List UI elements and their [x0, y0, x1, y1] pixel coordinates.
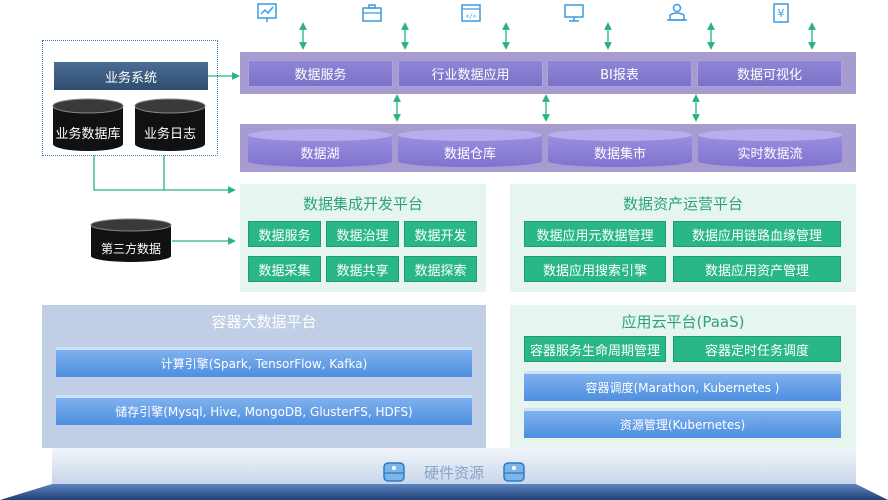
business-system-group: [42, 40, 218, 156]
integration-item-data-collection[interactable]: 数据采集: [248, 256, 321, 282]
business-system-bar[interactable]: 业务系统: [54, 62, 208, 90]
integration-platform-title: 数据集成开发平台: [302, 194, 423, 213]
storage-data-warehouse[interactable]: 数据仓库: [443, 146, 496, 162]
integration-item-data-sharing[interactable]: 数据共享: [326, 256, 399, 282]
app-item-industry-data[interactable]: 行业数据应用: [398, 60, 543, 87]
asset-platform-title: 数据资产运营平台: [622, 194, 743, 213]
resource-management-bar[interactable]: 资源管理(Kubernetes): [524, 408, 841, 438]
third-party-data[interactable]: 第三方数据: [100, 241, 161, 256]
monitor-icon: [564, 4, 584, 22]
hardware-base: [0, 448, 888, 500]
business-log[interactable]: 业务日志: [143, 126, 196, 142]
storage-cylinders: [248, 129, 842, 167]
storage-data-mart[interactable]: 数据集市: [593, 146, 646, 162]
container-platform-title: 容器大数据平台: [211, 312, 317, 331]
asset-item-asset-management[interactable]: 数据应用资产管理: [673, 256, 841, 282]
app-item-data-visualization[interactable]: 数据可视化: [697, 60, 842, 87]
finance-doc-icon: ¥: [773, 3, 789, 23]
asset-item-metadata[interactable]: 数据应用元数据管理: [524, 221, 666, 247]
integration-item-data-development[interactable]: 数据开发: [404, 221, 477, 247]
storage-engine-bar[interactable]: 储存引擎(Mysql, Hive, MongoDB, GlusterFS, HD…: [56, 395, 472, 425]
user-desk-icon: [667, 3, 687, 21]
integration-item-data-governance[interactable]: 数据治理: [326, 221, 399, 247]
container-scheduling-bar[interactable]: 容器调度(Marathon, Kubernetes ): [524, 371, 841, 401]
svg-text:</>: </>: [466, 13, 477, 20]
paas-platform-title: 应用云平台(PaaS): [621, 312, 745, 331]
briefcase-icon: [362, 4, 382, 22]
storage-server-icon-2: [503, 462, 525, 482]
third-party-cylinder: [90, 218, 172, 262]
business-database[interactable]: 业务数据库: [55, 126, 121, 142]
paas-item-cron-scheduling[interactable]: 容器定时任务调度: [673, 336, 841, 362]
app-item-bi-report[interactable]: BI报表: [547, 60, 692, 87]
business-db-cylinders: [52, 98, 206, 151]
asset-item-search-engine[interactable]: 数据应用搜索引擎: [524, 256, 666, 282]
storage-data-lake[interactable]: 数据湖: [300, 146, 340, 162]
compute-engine-bar[interactable]: 计算引擎(Spark, TensorFlow, Kafka): [56, 347, 472, 377]
hardware-resources-label: 硬件资源: [423, 463, 484, 482]
storage-realtime-stream[interactable]: 实时数据流: [737, 146, 803, 162]
asset-item-lineage[interactable]: 数据应用链路血缘管理: [673, 221, 841, 247]
app-item-data-service[interactable]: 数据服务: [248, 60, 393, 87]
paas-item-lifecycle[interactable]: 容器服务生命周期管理: [524, 336, 666, 362]
integration-item-data-service[interactable]: 数据服务: [248, 221, 321, 247]
storage-server-icon: [383, 462, 405, 482]
svg-text:¥: ¥: [778, 7, 785, 20]
code-window-icon: </>: [461, 4, 481, 22]
chart-icon: [257, 3, 277, 22]
integration-item-data-exploration[interactable]: 数据探索: [404, 256, 477, 282]
